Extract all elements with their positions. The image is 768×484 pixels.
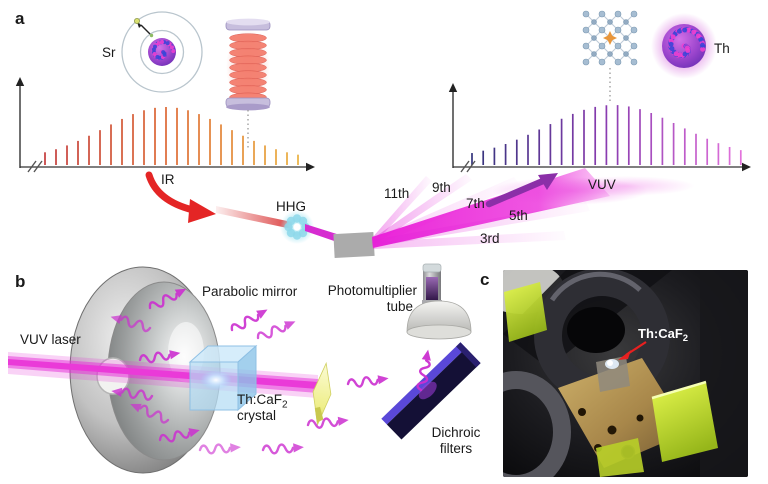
harmonic-beam-11th <box>372 176 432 244</box>
cavity-mirror-bottom-face <box>226 103 270 111</box>
fluorescence-arrow-icon <box>198 441 243 456</box>
enhancement-cavity-icon <box>225 18 271 148</box>
photo-glass-edge <box>651 380 707 400</box>
electron-dot <box>133 17 140 24</box>
vuv-frequency-comb <box>471 105 742 165</box>
th-speckles <box>667 26 706 59</box>
hhg-label: HHG <box>276 199 306 214</box>
vuv-beam-to-grating <box>305 224 340 243</box>
panel-b-letter: b <box>15 272 25 291</box>
vuv-laser-label: VUV laser <box>20 332 81 347</box>
crystal-label-line2: crystal <box>237 408 276 423</box>
harmonic-label-3rd: 3rd <box>480 231 500 246</box>
vuv-label: VUV <box>588 177 616 192</box>
dichroic-label-line1: Dichroic <box>432 425 481 440</box>
photo-red-arrowhead <box>618 350 631 360</box>
panel-a-letter: a <box>15 9 25 28</box>
sr-atom-icon: Sr <box>102 11 203 93</box>
vuv-spectrum: VUV <box>448 83 751 192</box>
th-label: Th <box>714 41 730 56</box>
sr-label: Sr <box>102 45 116 60</box>
sr-inner-orbit <box>139 29 185 75</box>
photo-brass-plate <box>558 358 688 468</box>
sr-nucleus-speckles <box>151 39 176 60</box>
ir-x-axis-arrowhead <box>306 162 315 172</box>
harmonic-label-7th: 7th <box>466 196 485 211</box>
ir-frequency-comb <box>44 107 299 165</box>
cavity-mode-stack <box>229 33 267 102</box>
fluorescence-arrow-icon <box>261 441 306 456</box>
fluorescence-arrow-icon <box>228 304 272 336</box>
photo-filter-glass-left <box>504 282 547 342</box>
vuv-y-axis-arrowhead <box>448 83 458 92</box>
pmt-label-line1: Photomultiplier <box>328 283 418 298</box>
panel-b: b <box>8 263 481 474</box>
panel-a: a Sr <box>15 9 751 259</box>
vuv-entry-glow2 <box>555 176 695 196</box>
vuv-x-axis-arrowhead <box>742 162 751 172</box>
cavity-mirror-top-face <box>226 18 270 26</box>
th-nucleus-icon: Th <box>651 13 730 79</box>
photomultiplier-tube-icon <box>406 263 472 340</box>
seventh-harmonic-arrowhead <box>538 173 558 190</box>
photo-left-arm <box>503 371 571 477</box>
sr-outer-orbit <box>121 11 203 93</box>
harmonic-fan <box>372 168 695 249</box>
dichroic-glow <box>418 381 437 400</box>
parabolic-mirror-label: Parabolic mirror <box>202 284 298 299</box>
dichroic-label-line2: filters <box>440 441 473 456</box>
photo-crystal-mount <box>596 356 630 392</box>
fluorescence-arrow-icon <box>306 414 351 431</box>
hhg-burst-icon <box>280 210 314 244</box>
harmonic-beam-9th <box>372 174 472 245</box>
panel-c: c Th:CaF2 <box>480 270 748 477</box>
panel-c-letter: c <box>480 270 489 289</box>
photo-ring-highlight <box>549 271 642 302</box>
grating-box <box>333 231 375 259</box>
electron-excitation-arrow <box>140 24 151 35</box>
fluorescence-arrow-icon <box>346 372 391 390</box>
red-curved-arrow <box>145 171 197 214</box>
photo-crystal-shine <box>607 360 613 366</box>
vuv-axis-break <box>460 160 476 173</box>
ir-spectrum: IR <box>15 77 315 187</box>
photo-filter-glass-bottom <box>596 438 644 477</box>
ir-beam-to-hhg <box>216 206 292 229</box>
ir-y-axis-arrowhead <box>15 77 25 86</box>
seventh-harmonic-arrow <box>485 177 547 208</box>
harmonic-label-9th: 9th <box>432 180 451 195</box>
harmonic-beam-5th <box>372 202 590 247</box>
harmonic-label-11th: 11th <box>384 186 409 201</box>
apparatus-photo: Th:CaF2 <box>503 270 748 477</box>
crystal-glow <box>200 370 232 390</box>
red-arrowhead <box>188 199 216 223</box>
ground-electron-dot <box>149 33 154 38</box>
harmonic-beam-3rd <box>372 231 566 249</box>
ir-label: IR <box>161 172 175 187</box>
crystal-cube <box>188 344 258 412</box>
pmt-label-line2: tube <box>387 299 413 314</box>
yellow-filter <box>312 361 332 427</box>
photo-dark-port <box>567 307 625 353</box>
photo-crystal-label: Th:CaF2 <box>638 326 688 344</box>
harmonic-label-5th: 5th <box>509 208 528 223</box>
crystal-label-line1: Th:CaF2 <box>237 392 288 411</box>
fluorescence-arrow-icon <box>254 315 299 344</box>
th-dopant-star <box>603 31 617 45</box>
photo-filter-glass-right <box>652 382 718 462</box>
crystal-lattice-icon <box>582 10 638 104</box>
ir-axis-break <box>27 160 43 173</box>
